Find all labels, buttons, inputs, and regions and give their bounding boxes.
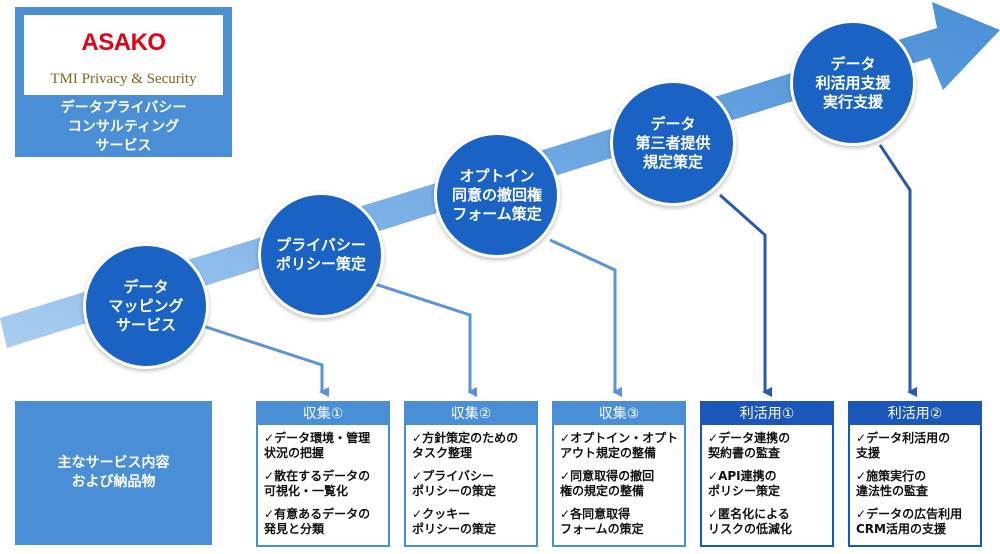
card-collection-1: 収集① ✓データ環境・管理 状況の把握 ✓散在するデータの 可視化・一覧化 ✓有… (256, 401, 390, 547)
card-collection-3: 収集③ ✓オプトイン・オプト アウト規定の整備 ✓同意取得の撤回 権の規定の整備… (552, 401, 686, 547)
list-item: ✓各同意取得 フォームの策定 (560, 507, 644, 536)
check-icon: ✓ (412, 431, 423, 445)
list-item: ✓データ利活用の 支援 (856, 431, 951, 460)
list-item: ✓有意あるデータの 発見と分類 (264, 507, 371, 536)
connector-1 (199, 323, 329, 397)
list-item: ✓オプトイン・オプト アウト規定の整備 (560, 431, 679, 460)
check-icon: ✓ (264, 431, 275, 445)
check-icon: ✓ (708, 507, 719, 521)
step-circle-privacy-policy: プライバシー ポリシー策定 (258, 192, 384, 318)
check-icon: ✓ (560, 507, 571, 521)
connector-3 (549, 238, 622, 397)
check-icon: ✓ (412, 469, 423, 483)
company-logo: ASAKO TMI Privacy & Security (24, 15, 223, 95)
logo-text: ASAKO (81, 29, 166, 56)
step-circle-opt-in: オプトイン 同意の撤回権 フォーム策定 (434, 132, 560, 258)
check-icon: ✓ (264, 507, 275, 521)
check-icon: ✓ (708, 469, 719, 483)
card-title: 収集③ (554, 403, 684, 425)
step-circle-data-utilization: データ 利活用支援 実行支援 (790, 20, 916, 146)
brand-panel: ASAKO TMI Privacy & Security データプライバシー コ… (15, 7, 232, 157)
card-utilization-1: 利活用① ✓データ連携の 契約書の監査 ✓API連携の ポリシー策定 ✓匿名化に… (700, 401, 834, 547)
list-item: ✓プライバシー ポリシーの策定 (412, 469, 497, 498)
card-title: 利活用② (850, 403, 980, 425)
list-item: ✓方針策定のための タスク整理 (412, 431, 519, 460)
card-title: 収集② (406, 403, 536, 425)
step-circle-third-party: データ 第三者提供 規定策定 (610, 80, 736, 206)
list-item: ✓データ連携の 契約書の監査 (708, 431, 791, 460)
check-icon: ✓ (856, 469, 867, 483)
step-circle-data-mapping: データ マッピング サービス (83, 243, 209, 369)
list-item: ✓匿名化による リスクの低減化 (708, 507, 793, 536)
connector-4 (719, 193, 772, 397)
check-icon: ✓ (856, 507, 867, 521)
list-item: ✓クッキー ポリシーの策定 (412, 507, 497, 536)
list-item: ✓散在するデータの 可視化・一覧化 (264, 469, 371, 498)
list-item: ✓API連携の ポリシー策定 (708, 469, 781, 498)
list-item: ✓施策実行の 違法性の監査 (856, 469, 929, 498)
check-icon: ✓ (560, 431, 571, 445)
deliverables-label: 主なサービス内容 および納品物 (15, 401, 212, 545)
check-icon: ✓ (412, 507, 423, 521)
list-item: ✓同意取得の撤回 権の規定の整備 (560, 469, 655, 498)
check-icon: ✓ (708, 431, 719, 445)
check-icon: ✓ (856, 431, 867, 445)
connector-2 (374, 282, 477, 397)
card-utilization-2: 利活用② ✓データ利活用の 支援 ✓施策実行の 違法性の監査 ✓データの広告利用… (848, 401, 982, 547)
service-title: データプライバシー コンサルティング サービス (60, 100, 187, 154)
logo-subtext: TMI Privacy & Security (50, 71, 197, 87)
card-title: 利活用① (702, 403, 832, 425)
connector-5 (878, 144, 917, 397)
card-title: 収集① (258, 403, 388, 425)
check-icon: ✓ (264, 469, 275, 483)
check-icon: ✓ (560, 469, 571, 483)
card-collection-2: 収集② ✓方針策定のための タスク整理 ✓プライバシー ポリシーの策定 ✓クッキ… (404, 401, 538, 547)
list-item: ✓データ環境・管理 状況の把握 (264, 431, 371, 460)
list-item: ✓データの広告利用 CRM活用の支援 (856, 507, 963, 536)
